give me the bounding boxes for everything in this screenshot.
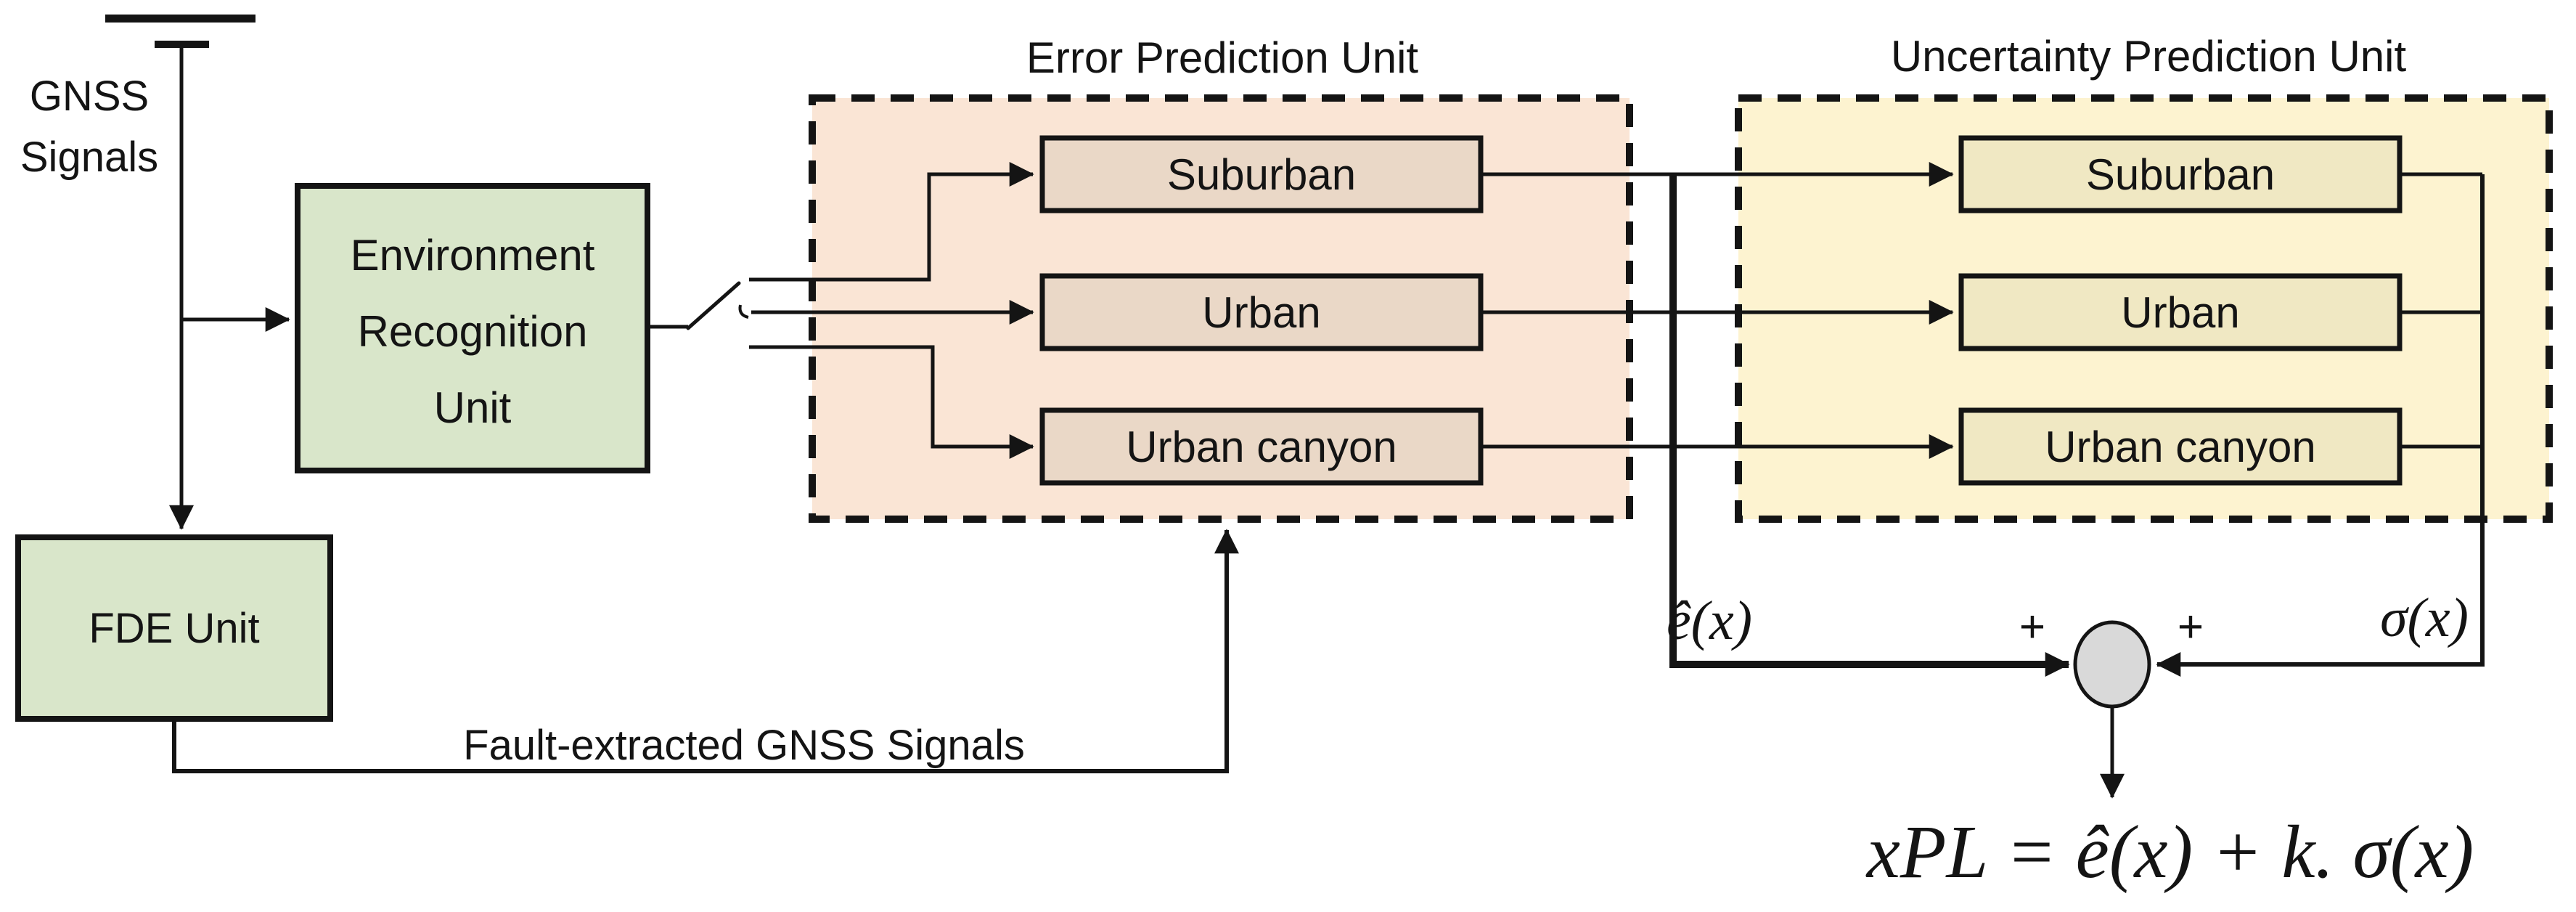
epu-suburban-label: Suburban — [1167, 150, 1356, 199]
gnss-signals-label-line1: GNSS — [30, 73, 149, 120]
fde-unit-label: FDE Unit — [89, 605, 259, 652]
switch-to-epu-urban-canyon-arrow — [749, 345, 1034, 459]
epu-urban-label: Urban — [1202, 288, 1320, 337]
summation-plus-left: + — [2019, 602, 2045, 652]
environment-recognition-unit-label-line3: Unit — [434, 383, 512, 432]
epu-urban-canyon-box — [1039, 407, 1484, 486]
upu-urban-label: Urban — [2121, 288, 2239, 337]
epu-suburban-box — [1039, 135, 1484, 213]
upu-suburban-label: Suburban — [2086, 150, 2275, 199]
upu-urban-box — [1958, 273, 2403, 351]
epu-urban-box — [1039, 273, 1484, 351]
environment-recognition-unit-label-line2: Recognition — [358, 307, 588, 356]
error-estimate-label: ê(x) — [1667, 590, 1752, 651]
gnss-signals-label-line2: Signals — [20, 134, 158, 181]
epu-urban-canyon-label: Urban canyon — [1126, 423, 1397, 471]
protection-level-formula: xPL = ê(x) + k. σ(x) — [1865, 810, 2474, 894]
environment-recognition-unit-box — [295, 183, 650, 473]
upu-suburban-box — [1958, 135, 2403, 213]
fde-to-epu-feedback-arrow — [172, 529, 1239, 773]
error-estimate-to-sum-arrow — [1669, 174, 2070, 677]
error-prediction-unit-title: Error Prediction Unit — [1026, 33, 1419, 82]
fde-unit-box — [15, 534, 333, 722]
fault-extracted-signals-label: Fault-extracted GNSS Signals — [463, 722, 1025, 769]
uncertainty-prediction-unit-title: Uncertainty Prediction Unit — [1891, 32, 2407, 81]
switch-contact-arc — [738, 304, 749, 319]
antenna-cross-bar-icon — [155, 41, 209, 48]
switch-to-epu-suburban-arrow — [749, 162, 1034, 282]
antenna-top-bar-icon — [105, 15, 255, 23]
environment-recognition-unit-label-line1: Environment — [351, 231, 595, 280]
summation-node — [2073, 620, 2151, 709]
upu-urban-canyon-label: Urban canyon — [2045, 423, 2316, 471]
switch-arm-line — [686, 281, 741, 330]
uncertainty-label: σ(x) — [2380, 587, 2469, 648]
uncertainty-to-sum-arrow — [2156, 174, 2485, 677]
summation-plus-right: + — [2178, 602, 2204, 652]
